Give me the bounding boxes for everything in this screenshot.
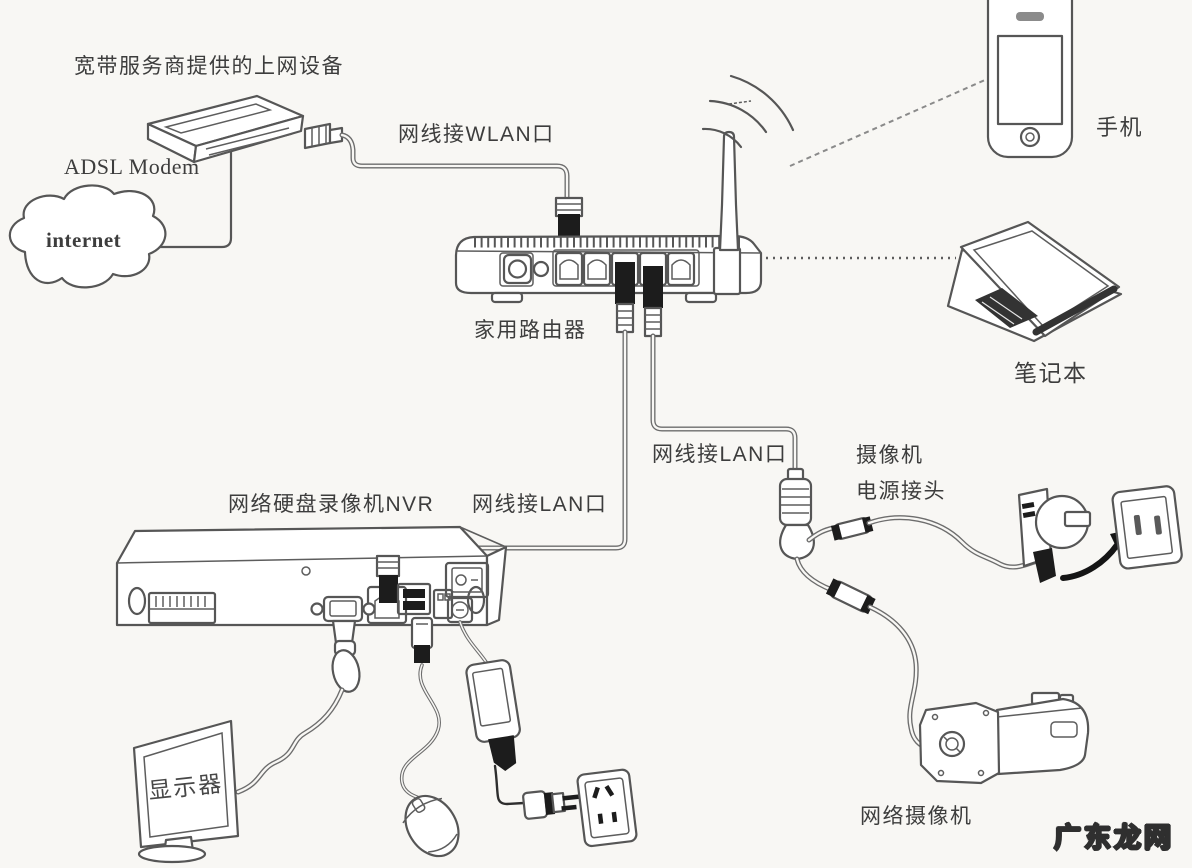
lan-cable-nvr-label: 网线接LAN口: [472, 493, 608, 516]
internet-label: internet: [46, 228, 122, 252]
nvr-power-plug: [522, 790, 580, 820]
camera-drawing: [918, 691, 1090, 785]
nvr-label: 网络硬盘录像机NVR: [228, 493, 435, 516]
camera-power-cable: [806, 515, 1044, 570]
home-router-label: 家用路由器: [474, 319, 587, 342]
router-antenna: [712, 130, 742, 296]
wlan-cable-label: 网线接WLAN口: [398, 123, 555, 146]
camera-network-cable: [794, 556, 931, 751]
camera-power-label-line1: 摄像机: [856, 444, 924, 467]
wifi-link-phone-dashed-line: [789, 79, 986, 167]
camera-power-adapter: [1017, 487, 1092, 583]
wall-outlet-bottom: [576, 768, 638, 848]
adsl-modem-drawing: [146, 94, 344, 164]
router-camera-cable: [650, 333, 798, 473]
mouse-drawing: [402, 794, 460, 858]
wall-outlet-right: [1111, 485, 1183, 570]
nvr-drawing: [115, 525, 508, 693]
laptop-label: 笔记本: [1014, 360, 1088, 386]
nvr-power-cord: [493, 764, 526, 806]
lan-cable-camera-label: 网线接LAN口: [652, 443, 788, 466]
nvr-usb-ports: [396, 582, 434, 663]
laptop-drawing: [946, 220, 1123, 343]
phone-drawing: [986, 0, 1074, 159]
modem-router-cable: [339, 132, 584, 240]
broadband-device-label: 宽带服务商提供的上网设备: [74, 55, 344, 78]
adsl-modem-label: ADSL Modem: [64, 154, 200, 179]
nvr-aux-port: [432, 588, 454, 620]
nvr-power-cable: [458, 620, 488, 664]
nvr-dip-switches: [147, 591, 217, 625]
watermark: 广东龙网: [1053, 822, 1174, 854]
camera-pigtail-connectors: [778, 467, 815, 561]
nvr-power-adapter: [465, 659, 521, 771]
network-camera-label: 网络摄像机: [860, 805, 973, 828]
internet-cloud: [8, 184, 167, 289]
phone-label: 手机: [1096, 115, 1144, 140]
wifi-signal-icon: [701, 74, 795, 149]
vga-cable: [235, 687, 345, 795]
nvr-vga-connector: [310, 595, 376, 693]
camera-power-label-line2: 电源接头: [856, 480, 946, 503]
router-drawing: [454, 234, 763, 338]
modem-internet-line: [158, 150, 233, 249]
monitor-drawing: [132, 719, 240, 864]
mouse-cable: [400, 663, 442, 803]
camera-power-label: 摄像机 电源接头: [856, 438, 946, 510]
